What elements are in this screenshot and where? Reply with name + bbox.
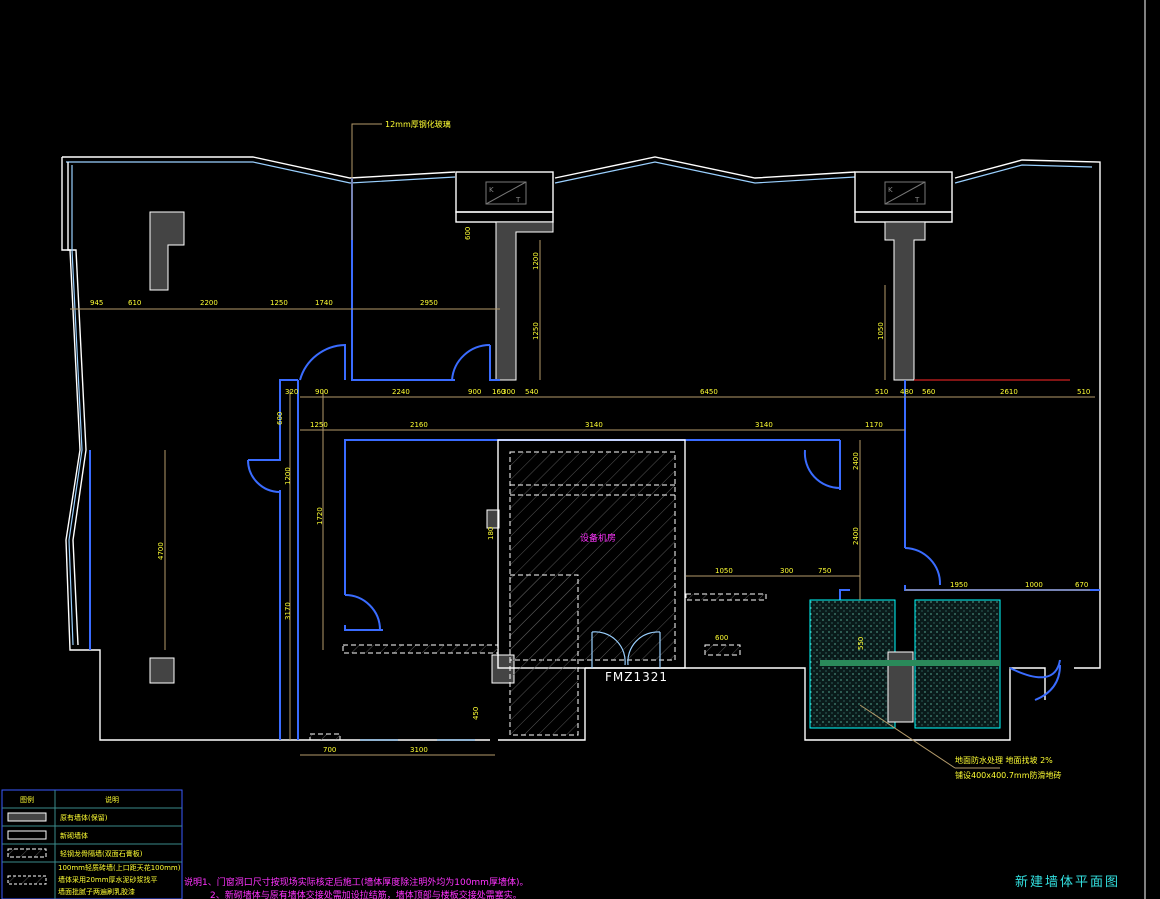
door-code: FMZ1321 xyxy=(605,670,668,684)
structural-columns xyxy=(149,211,515,684)
svg-text:3100: 3100 xyxy=(410,746,428,754)
svg-text:1250: 1250 xyxy=(310,421,328,429)
svg-text:3140: 3140 xyxy=(585,421,603,429)
svg-text:新砌墙体: 新砌墙体 xyxy=(60,831,88,840)
svg-text:180: 180 xyxy=(487,527,495,540)
svg-text:510: 510 xyxy=(1077,388,1090,396)
equipment-room: 设备机房 FMZ1321 xyxy=(497,439,686,741)
svg-text:1250: 1250 xyxy=(532,322,540,340)
svg-text:1170: 1170 xyxy=(865,421,883,429)
svg-text:100mm轻质砖墙(上口距天花100mm): 100mm轻质砖墙(上口距天花100mm) xyxy=(58,863,181,872)
ac-unit-right: K T xyxy=(854,171,953,381)
svg-text:300: 300 xyxy=(780,567,793,575)
svg-text:2400: 2400 xyxy=(852,452,860,470)
svg-text:600: 600 xyxy=(276,412,284,425)
svg-text:550: 550 xyxy=(857,637,865,650)
general-notes: 说明1、门窗洞口尺寸按现场实际核定后施工(墙体厚度除注明外均为100mm厚墙体)… xyxy=(184,876,528,899)
svg-text:12mm厚钢化玻璃: 12mm厚钢化玻璃 xyxy=(385,119,451,129)
svg-text:2950: 2950 xyxy=(420,299,438,307)
svg-text:说明: 说明 xyxy=(105,795,119,804)
svg-text:2160: 2160 xyxy=(410,421,428,429)
exterior-wall xyxy=(61,156,1101,741)
svg-text:地面防水处理 地面找坡 2%: 地面防水处理 地面找坡 2% xyxy=(955,755,1053,765)
svg-text:510: 510 xyxy=(875,388,888,396)
svg-text:轻钢龙骨隔墙(双面石膏板): 轻钢龙骨隔墙(双面石膏板) xyxy=(60,849,143,858)
svg-text:450: 450 xyxy=(472,707,480,720)
svg-text:1950: 1950 xyxy=(950,581,968,589)
svg-text:6450: 6450 xyxy=(700,388,718,396)
doors xyxy=(247,343,1061,701)
svg-text:T: T xyxy=(515,196,521,204)
svg-text:1200: 1200 xyxy=(284,467,292,485)
svg-text:说明1、门窗洞口尺寸按现场实际核定后施工(墙体厚度除注明外均: 说明1、门窗洞口尺寸按现场实际核定后施工(墙体厚度除注明外均为100mm厚墙体)… xyxy=(184,876,528,888)
svg-text:700: 700 xyxy=(323,746,336,754)
svg-text:2、新砌墙体与原有墙体交接处需加设拉结筋，墙体顶部与楼板交接: 2、新砌墙体与原有墙体交接处需加设拉结筋，墙体顶部与楼板交接处需塞实。 xyxy=(210,889,522,899)
svg-text:1200: 1200 xyxy=(532,252,540,270)
svg-text:1050: 1050 xyxy=(877,322,885,340)
svg-text:原有墙体(保留): 原有墙体(保留) xyxy=(60,813,108,822)
ac-unit-left: K T xyxy=(455,171,554,381)
svg-text:540: 540 xyxy=(525,388,538,396)
svg-text:1250: 1250 xyxy=(270,299,288,307)
svg-text:480: 480 xyxy=(900,388,913,396)
svg-text:1720: 1720 xyxy=(316,507,324,525)
legend-table: 图例 说明 原有墙体(保留) 新砌墙体 轻钢龙骨隔墙(双面石膏板) 100mm轻… xyxy=(1,789,183,899)
svg-text:K: K xyxy=(888,186,893,194)
svg-text:T: T xyxy=(914,196,920,204)
svg-text:1000: 1000 xyxy=(1025,581,1043,589)
svg-text:K: K xyxy=(489,186,494,194)
room-label: 设备机房 xyxy=(580,532,616,544)
dimension-labels: 945 610 2200 1250 1740 2950 320 900 2240… xyxy=(90,227,1090,754)
svg-text:2240: 2240 xyxy=(392,388,410,396)
svg-text:900: 900 xyxy=(315,388,328,396)
svg-text:墙面批腻子两遍刷乳胶漆: 墙面批腻子两遍刷乳胶漆 xyxy=(58,887,135,896)
svg-text:2400: 2400 xyxy=(852,527,860,545)
svg-text:600: 600 xyxy=(464,227,472,240)
wet-area: 地面防水处理 地面找坡 2% 铺设400x400.7mm防滑地砖 xyxy=(809,599,1062,780)
glass-note: 12mm厚钢化玻璃 xyxy=(351,119,451,240)
drawing-title: 新建墙体平面图 xyxy=(1015,874,1120,890)
svg-text:4700: 4700 xyxy=(157,542,165,560)
svg-text:300: 300 xyxy=(502,388,515,396)
svg-text:2610: 2610 xyxy=(1000,388,1018,396)
svg-text:3140: 3140 xyxy=(755,421,773,429)
svg-text:945: 945 xyxy=(90,299,103,307)
svg-text:2200: 2200 xyxy=(200,299,218,307)
svg-text:1740: 1740 xyxy=(315,299,333,307)
svg-text:墙体采用20mm厚水泥砂浆找平: 墙体采用20mm厚水泥砂浆找平 xyxy=(58,875,158,884)
svg-text:900: 900 xyxy=(468,388,481,396)
svg-text:1050: 1050 xyxy=(715,567,733,575)
dimension-lines xyxy=(70,240,1095,756)
svg-text:320: 320 xyxy=(285,388,298,396)
svg-text:560: 560 xyxy=(922,388,935,396)
svg-text:600: 600 xyxy=(715,634,728,642)
svg-text:图例: 图例 xyxy=(20,795,34,804)
fixtures xyxy=(309,593,767,741)
svg-text:670: 670 xyxy=(1075,581,1088,589)
svg-text:750: 750 xyxy=(818,567,831,575)
svg-text:160: 160 xyxy=(492,388,505,396)
svg-text:610: 610 xyxy=(128,299,141,307)
svg-text:3170: 3170 xyxy=(284,602,292,620)
svg-text:铺设400x400.7mm防滑地砖: 铺设400x400.7mm防滑地砖 xyxy=(955,770,1062,780)
